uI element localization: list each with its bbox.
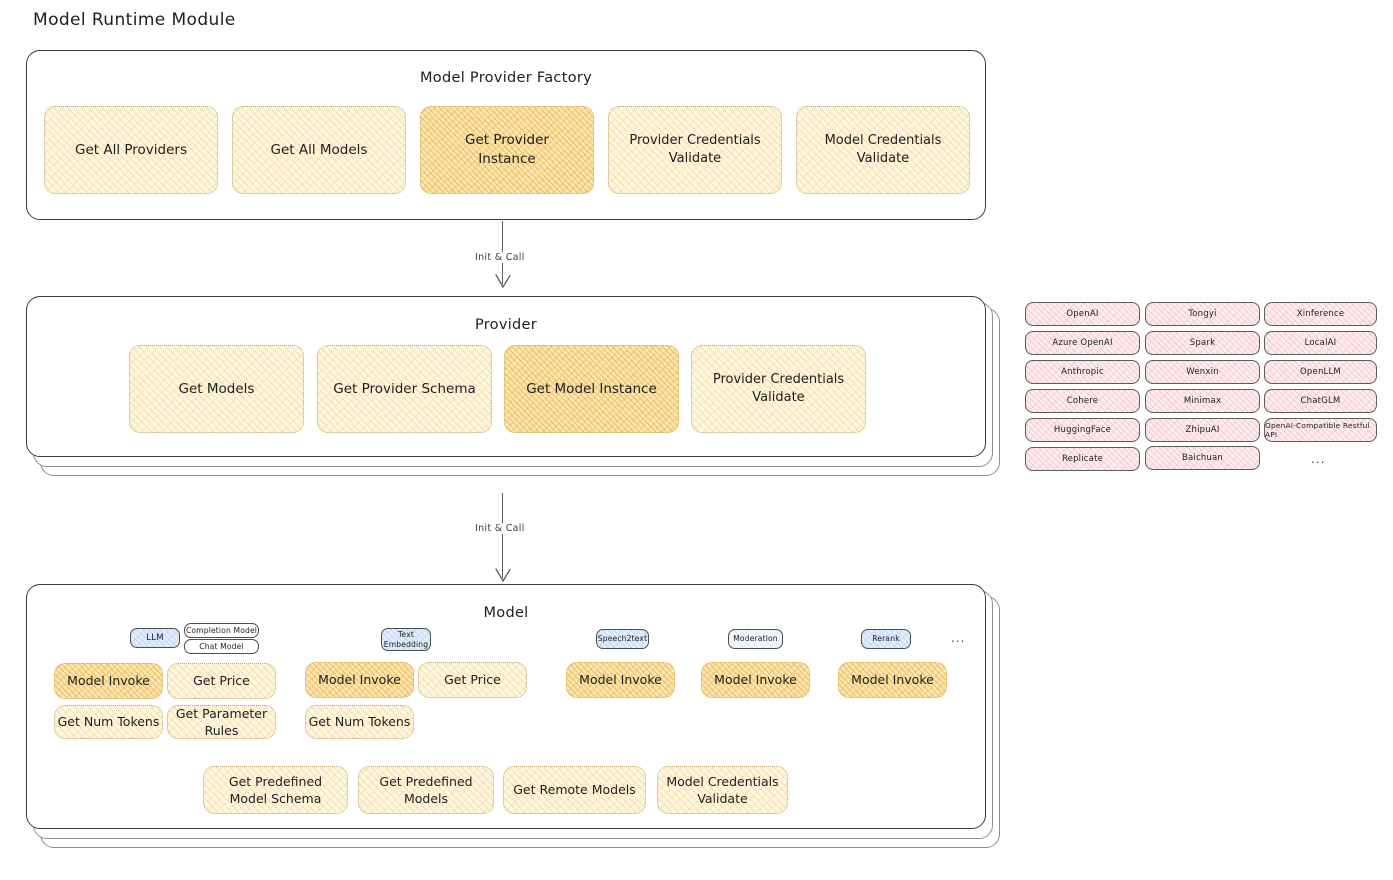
model-subtag-chat-model[interactable]: Chat Model (184, 639, 259, 654)
model-title: Model (483, 605, 529, 621)
model-type-tag-text-embedding[interactable]: Text Embedding (381, 628, 431, 651)
model-card-moderation-model-invoke[interactable]: Model Invoke (701, 662, 810, 698)
model-card-get-remote-models[interactable]: Get Remote Models (503, 766, 646, 814)
provider-pill-openllm[interactable]: OpenLLM (1264, 360, 1377, 384)
provider-pill-xinference[interactable]: Xinference (1264, 302, 1377, 326)
provider-list-more-ellipsis: ... (1311, 452, 1326, 466)
factory-card-provider-credentials-validate[interactable]: Provider Credentials Validate (608, 106, 782, 194)
arrow-provider-to-model-line (502, 493, 504, 578)
model-card-llm-model-invoke[interactable]: Model Invoke (54, 663, 163, 699)
provider-pill-huggingface[interactable]: HuggingFace (1025, 418, 1140, 442)
model-card-llm-get-num-tokens[interactable]: Get Num Tokens (54, 705, 163, 739)
model-types-more-ellipsis: ... (951, 631, 966, 645)
provider-pill-cohere[interactable]: Cohere (1025, 389, 1140, 413)
model-card-rerank-model-invoke[interactable]: Model Invoke (838, 662, 947, 698)
model-card-text-embedding-get-price[interactable]: Get Price (418, 662, 527, 698)
arrow-provider-to-model-head (495, 568, 511, 583)
arrow-label-init-and-call-2: Init & Call (471, 523, 529, 534)
provider-title: Provider (474, 317, 538, 333)
factory-card-get-all-models[interactable]: Get All Models (232, 106, 406, 194)
model-type-tag-rerank[interactable]: Rerank (861, 629, 911, 649)
provider-pill-minimax[interactable]: Minimax (1145, 389, 1260, 413)
provider-pill-wenxin[interactable]: Wenxin (1145, 360, 1260, 384)
provider-card-get-provider-schema[interactable]: Get Provider Schema (317, 345, 492, 433)
provider-pill-baichuan[interactable]: Baichuan (1145, 446, 1260, 470)
arrow-label-init-and-call-1: Init & Call (471, 252, 529, 263)
provider-pill-localai[interactable]: LocalAI (1264, 331, 1377, 355)
provider-pill-chatglm[interactable]: ChatGLM (1264, 389, 1377, 413)
model-card-text-embedding-get-num-tokens[interactable]: Get Num Tokens (305, 705, 414, 739)
provider-pill-openai-compatible-restful-api[interactable]: OpenAI-Compatible Restful API (1264, 418, 1377, 442)
factory-card-get-provider-instance[interactable]: Get Provider Instance (420, 106, 594, 194)
model-subtag-completion-model[interactable]: Completion Model (184, 623, 259, 638)
factory-card-model-credentials-validate[interactable]: Model Credentials Validate (796, 106, 970, 194)
provider-pill-zhipuai[interactable]: ZhipuAI (1145, 418, 1260, 442)
provider-pill-spark[interactable]: Spark (1145, 331, 1260, 355)
model-card-llm-get-price[interactable]: Get Price (167, 663, 276, 699)
page-title: Model Runtime Module (33, 10, 236, 30)
provider-pill-azure-openai[interactable]: Azure OpenAI (1025, 331, 1140, 355)
model-provider-factory-title: Model Provider Factory (419, 70, 593, 86)
model-type-tag-speech2text[interactable]: Speech2text (596, 629, 649, 649)
model-card-speech2text-model-invoke[interactable]: Model Invoke (566, 662, 675, 698)
provider-pill-tongyi[interactable]: Tongyi (1145, 302, 1260, 326)
model-type-tag-llm[interactable]: LLM (130, 628, 180, 648)
model-card-get-predefined-model-schema[interactable]: Get Predefined Model Schema (203, 766, 348, 814)
model-type-tag-moderation[interactable]: Moderation (728, 629, 783, 649)
model-card-llm-get-parameter-rules[interactable]: Get Parameter Rules (167, 705, 276, 739)
model-card-model-credentials-validate[interactable]: Model Credentials Validate (657, 766, 788, 814)
provider-card-get-models[interactable]: Get Models (129, 345, 304, 433)
factory-card-get-all-providers[interactable]: Get All Providers (44, 106, 218, 194)
provider-card-provider-credentials-validate[interactable]: Provider Credentials Validate (691, 345, 866, 433)
model-card-get-predefined-models[interactable]: Get Predefined Models (358, 766, 494, 814)
provider-pill-anthropic[interactable]: Anthropic (1025, 360, 1140, 384)
provider-card-get-model-instance[interactable]: Get Model Instance (504, 345, 679, 433)
model-card-text-embedding-model-invoke[interactable]: Model Invoke (305, 662, 414, 698)
arrow-factory-to-provider-head (495, 274, 511, 289)
provider-pill-openai[interactable]: OpenAI (1025, 302, 1140, 326)
provider-pill-replicate[interactable]: Replicate (1025, 447, 1140, 471)
